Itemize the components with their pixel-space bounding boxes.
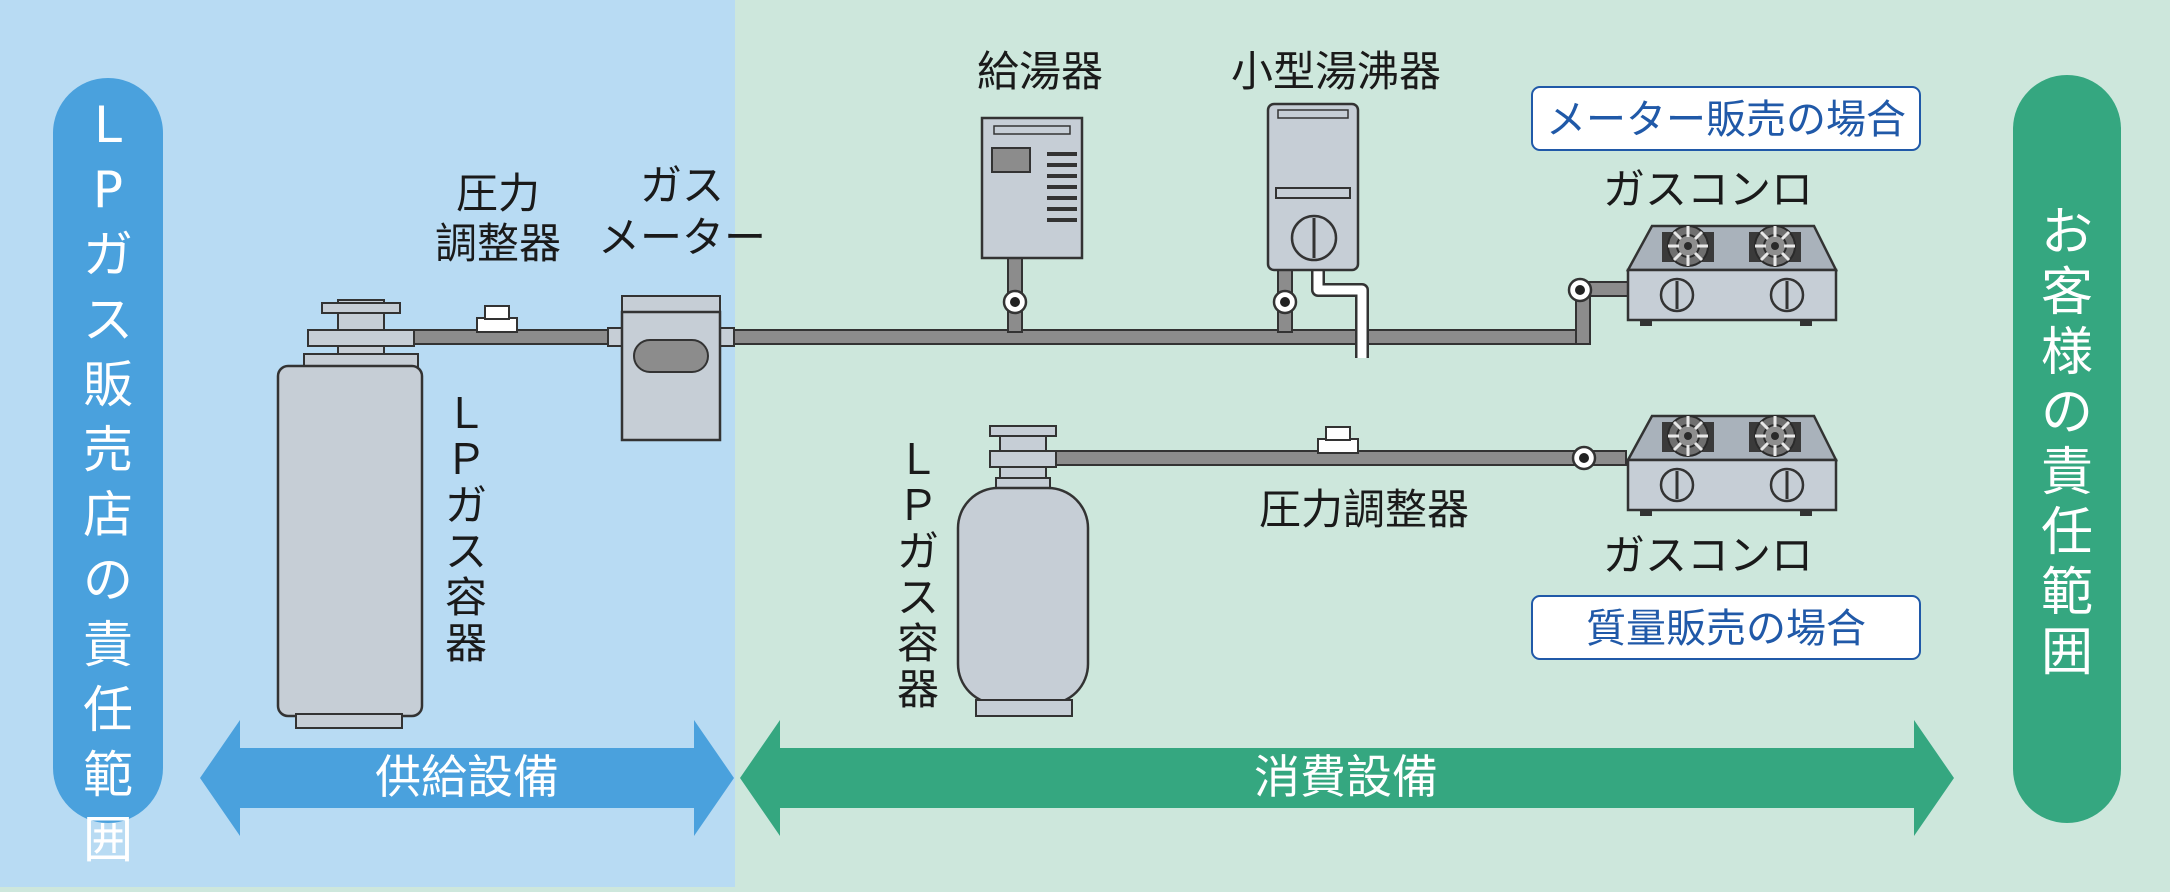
gas-stove-meter-case (1625, 224, 1839, 326)
regulator-label-meter-case: 圧力調整器 (435, 169, 561, 268)
customer-responsibility-badge (2013, 75, 2121, 823)
stove-label-weight-case: ガスコンロ (1603, 531, 1813, 580)
meter-case-title: メーター販売の場合 (1546, 97, 1906, 143)
consumption-equipment-arrow (740, 720, 1954, 836)
lp-gas-cylinder-large (276, 299, 424, 729)
customer-responsibility-label: お客様の責任範囲 (2041, 203, 2093, 683)
stove-label-meter-case: ガスコンロ (1603, 165, 1813, 214)
water-heater (980, 116, 1084, 333)
lp-gas-cylinder-small (956, 425, 1090, 717)
consumption-arrow-label: 消費設備 (1254, 750, 1438, 804)
water-heater-label: 給湯器 (977, 47, 1103, 96)
supplier-responsibility-badge (53, 78, 163, 823)
gas-stove-weight-case (1625, 414, 1839, 516)
supply-arrow-label: 供給設備 (375, 750, 559, 804)
stove-valve (1567, 277, 1593, 303)
weight-case-stove-valve (1571, 445, 1597, 471)
cylinder-label-small: ＬＰガス容器 (897, 435, 939, 714)
weight-case-title: 質量販売の場合 (1586, 606, 1866, 652)
customer-region (735, 0, 2170, 887)
weight-case-title-box (1531, 595, 1921, 660)
cylinder-label-large: ＬＰガス容器 (445, 389, 487, 668)
small-water-boiler (1266, 102, 1369, 358)
gas-meter-label: ガスメーター (598, 161, 766, 262)
regulator-label-weight-case: 圧力調整器 (1259, 485, 1469, 534)
main-gas-pipe (384, 329, 1591, 345)
supply-equipment-arrow (200, 720, 734, 836)
gas-meter (607, 295, 735, 442)
meter-case-title-box (1531, 86, 1921, 151)
small-boiler-label: 小型湯沸器 (1231, 47, 1441, 96)
